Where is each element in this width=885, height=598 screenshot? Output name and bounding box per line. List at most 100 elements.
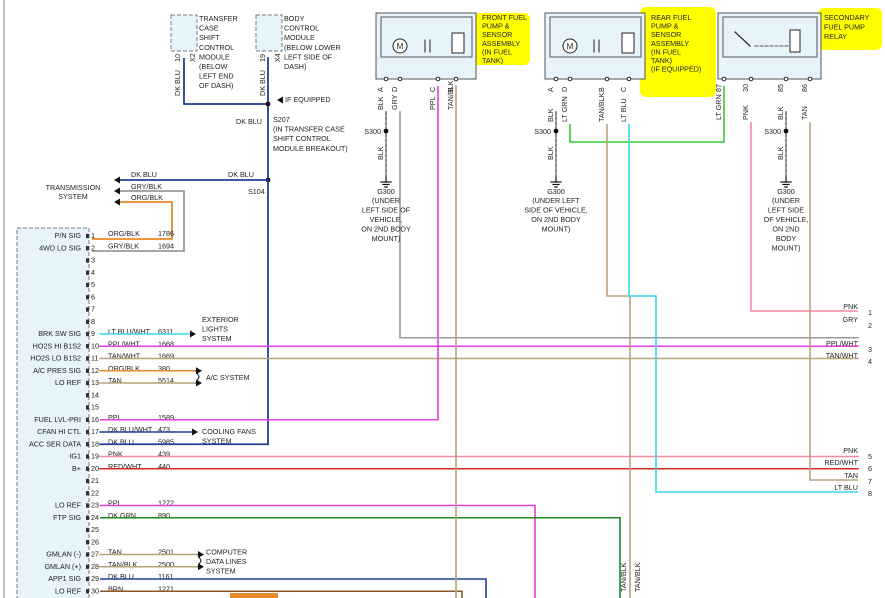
rear-pump-title: TANK) <box>651 56 672 65</box>
transfer-case-label: MODULE <box>199 52 230 61</box>
ecm-pin-terminal <box>86 466 89 471</box>
ecm-pin-terminal <box>86 564 89 569</box>
ecm-pin-number: 5 <box>91 280 95 289</box>
ecm-pin-function: FUEL LVL-PRI <box>34 415 81 424</box>
wire-label: TAN/BLK <box>108 597 138 598</box>
rear-pump-pin <box>604 76 610 82</box>
wire-tan <box>809 122 858 481</box>
offpage-number: 8 <box>868 489 872 498</box>
rear-pump-title: (IN FUEL <box>651 47 681 56</box>
transfer-case-label: SHIFT <box>199 33 220 42</box>
sender-resistor-icon <box>451 32 465 54</box>
pin-letter: C <box>428 87 437 92</box>
splice-s300-label: S300 <box>364 127 381 136</box>
ecm-pin-terminal <box>86 270 89 275</box>
ecm-pin-function: A/C PRES SIG <box>33 366 81 375</box>
ground-note: LEFT SIDE <box>768 206 804 215</box>
brace <box>195 370 200 378</box>
transfer-case-label: CONTROL <box>199 43 234 52</box>
ecm-pin-function: GMLAN (+) <box>44 562 81 571</box>
ecm-pin-function: LO REF <box>55 586 82 595</box>
offpage-wire-label: LT BLU <box>834 483 858 492</box>
ecm-pin-terminal <box>86 552 89 557</box>
ecm-pin-number: 14 <box>91 390 99 399</box>
circuit-number: 1272 <box>158 499 174 508</box>
wire-label: DK BLU <box>108 572 134 581</box>
system-arrow-icon <box>190 330 196 338</box>
pin-letter: 30 <box>741 84 750 92</box>
brace <box>195 376 200 384</box>
wire-label: TAN <box>108 376 122 385</box>
system-ref-label: LIGHTS <box>202 324 228 333</box>
ecm-pin-number: 15 <box>91 403 99 412</box>
circuit-number: 1668 <box>158 339 174 348</box>
offpage-number: 1 <box>868 308 872 317</box>
offpage-number: 2 <box>868 321 872 330</box>
ecm-pin-terminal <box>86 454 89 459</box>
ecm-pin-terminal <box>86 368 89 373</box>
ecm-pin-terminal <box>86 576 89 582</box>
front-pump-pin <box>397 76 403 82</box>
wire-label: TAN <box>800 106 809 120</box>
front-pump-title: SENSOR <box>482 30 512 39</box>
wire-label: GRY/BLK <box>131 182 162 191</box>
wire-label: ORG/BLK <box>131 193 163 202</box>
transmission-arrow-icon <box>114 176 120 184</box>
splice-s300-label: S300 <box>764 127 781 136</box>
relay-pin <box>807 76 813 82</box>
ecm-pin-function: ACC SER DATA <box>29 439 81 448</box>
bcm-label: CONTROL <box>284 24 319 33</box>
wire-label: ORG/BLK <box>108 229 140 238</box>
ecm-pin-function: APP1 SIG <box>48 574 81 583</box>
circuit-number: 6040 <box>158 597 174 598</box>
ecm-pin-terminal <box>86 429 89 435</box>
wire-label: GRY <box>390 94 399 110</box>
circuit-number: 5514 <box>158 376 174 385</box>
ground-note: VEHICLE, <box>370 215 403 224</box>
motor-icon <box>562 38 578 54</box>
wire-label: TAN/WHT <box>108 352 141 361</box>
ecm-pin-terminal <box>86 491 89 496</box>
circuit-number: 473 <box>158 425 170 434</box>
rear-pump-title: PUMP & <box>651 22 679 31</box>
wire-label: PNK <box>108 450 123 459</box>
wire-label: DK BLU <box>228 170 254 179</box>
wire-label: TAN/BLK <box>597 92 606 122</box>
ground-note: MOUNT) <box>542 225 571 234</box>
ground-note: ON 2ND <box>772 225 799 234</box>
ecm-pin-function: P/N SIG <box>55 231 82 240</box>
wire-brn <box>100 590 463 598</box>
front-pump-title: ASSEMBLY <box>482 39 520 48</box>
offpage-wire-label: GRY <box>843 315 859 324</box>
ecm-pin-terminal <box>86 380 89 386</box>
wire-gry-blk <box>92 190 185 252</box>
ecm-pin-function: BRK SW SIG <box>38 329 81 338</box>
wire-label: LT BLU/WHT <box>108 327 151 336</box>
ecm-pin-terminal <box>86 405 89 410</box>
ecm-pin-function: FTP SIG <box>53 513 81 522</box>
splice-s300-dot <box>783 128 789 134</box>
wire-label: PPL/WHT <box>108 339 141 348</box>
circuit-number: 2500 <box>158 560 174 569</box>
circuit-number: 1589 <box>158 413 174 422</box>
relay-highlight <box>818 8 882 50</box>
ecm-pin-number: 1 <box>91 231 95 240</box>
ecm-pin-terminal <box>86 331 89 337</box>
ecm-pin-terminal <box>86 527 89 533</box>
pin-letter: B <box>597 87 606 92</box>
wire-pnk <box>750 122 858 312</box>
circuit-number: 5985 <box>158 437 174 446</box>
pin-letter: 85 <box>776 84 785 92</box>
rear-pump-pin <box>567 76 573 82</box>
rear-pump-title: ASSEMBLY <box>651 39 689 48</box>
circuit-number: 380 <box>158 364 170 373</box>
transfer-case-module-box <box>170 14 198 52</box>
splice-s104-label: S104 <box>248 187 265 196</box>
ecm-pin-terminal <box>86 478 89 484</box>
wire-label: LT BLU <box>619 98 628 122</box>
wire-label: DK BLU <box>131 170 157 179</box>
ecm-pin-terminal <box>86 258 89 263</box>
circuit-number: 1786 <box>158 229 174 238</box>
system-ref-label: EXTERIOR <box>202 315 239 324</box>
